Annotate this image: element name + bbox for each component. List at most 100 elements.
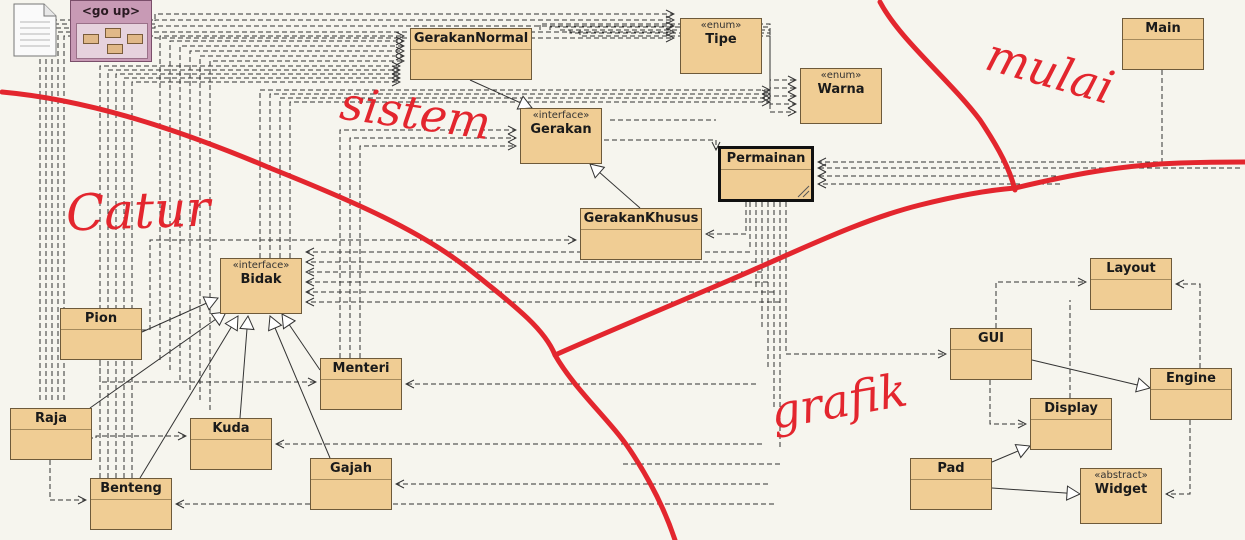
realization-line [268,315,331,459]
dependency-line [259,90,770,258]
class-bidak[interactable]: «interface» Bidak [220,258,302,314]
class-tipe[interactable]: «enum» Tipe [680,18,762,74]
class-name: Menteri [332,361,390,376]
class-warna[interactable]: «enum» Warna [800,68,882,124]
dependency-line [289,102,770,258]
dependency-line [706,202,747,234]
class-widget[interactable]: «abstract» Widget [1080,468,1162,524]
class-engine[interactable]: Engine [1150,368,1232,420]
class-stereotype: «interface» [232,260,290,271]
dependency-line [49,460,86,500]
go-up-package[interactable]: <go up> [70,0,152,62]
class-kuda[interactable]: Kuda [190,418,272,470]
realization-line [89,311,227,409]
dependency-line [123,78,400,478]
class-stereotype: «abstract» [1094,470,1148,481]
boundary-sistem-grafik [552,185,1018,358]
class-name: Main [1145,21,1181,36]
package-preview [76,23,148,59]
dependency-line [1176,284,1201,368]
dependency-line [549,26,796,88]
dependency-line [539,23,796,80]
dependency-line [51,26,674,400]
preview-class-icon [105,28,121,38]
class-name: Kuda [212,421,250,436]
class-benteng[interactable]: Benteng [90,478,172,530]
class-gui[interactable]: GUI [950,328,1032,380]
class-raja[interactable]: Raja [10,408,92,460]
class-stereotype: «enum» [820,70,862,81]
boundary-catur-sistem [0,89,678,540]
dependency-line [199,56,404,400]
dependency-line [604,139,716,150]
boundary-mulai-sistem [877,0,1018,193]
realization-line [281,313,321,371]
class-name: Benteng [100,481,162,496]
class-name: Gajah [330,461,372,476]
class-name: Raja [34,411,67,426]
dependency-line [279,98,770,258]
realization-line [139,315,239,479]
class-name: GUI [977,331,1005,346]
generalization-line [991,444,1031,463]
class-name: GerakanNormal [413,31,529,46]
dependency-line [209,61,404,410]
realization-line [589,163,641,209]
class-menteri[interactable]: Menteri [320,358,402,410]
dependency-line [785,202,946,354]
dependency-line [39,14,674,400]
class-gerakan-khusus[interactable]: GerakanKhusus [580,208,702,260]
dependency-line [142,240,576,331]
dependency-line [579,30,796,112]
realization-line [141,296,219,333]
class-name: Permainan [726,151,806,166]
dependency-line [359,146,516,358]
class-gajah[interactable]: Gajah [310,458,392,510]
class-name: Layout [1106,261,1156,276]
class-name: GerakanKhusus [583,211,699,226]
generalization-line [991,485,1082,501]
document-icon[interactable] [12,2,58,62]
preview-class-icon [127,34,143,44]
class-name: Tipe [705,32,737,47]
dependency-line [989,380,1026,424]
dependency-line [45,20,674,400]
class-display[interactable]: Display [1030,398,1112,450]
class-name: Display [1044,401,1098,416]
class-layout[interactable]: Layout [1090,258,1172,310]
dependency-line [569,30,796,104]
class-gerakan-normal[interactable]: GerakanNormal [410,28,532,80]
go-up-label: <go up> [81,4,141,18]
realization-line [239,314,255,419]
class-name: Pad [937,461,965,476]
dependency-line [189,51,404,390]
class-main[interactable]: Main [1122,18,1204,70]
class-name: Warna [817,82,865,97]
class-gerakan[interactable]: «interface» Gerakan [520,108,602,164]
class-pad[interactable]: Pad [910,458,992,510]
boundary-mulai-grafik [1012,159,1245,191]
class-stereotype: «enum» [700,20,742,31]
dependency-line [169,41,404,370]
class-stereotype: «interface» [532,110,590,121]
class-name: Widget [1094,482,1148,497]
class-name: Bidak [240,272,282,287]
dependency-line [179,46,404,380]
class-pion[interactable]: Pion [60,308,142,360]
realization-line [469,79,533,110]
dependency-line [349,138,516,358]
preview-class-icon [107,44,123,54]
dependency-line [29,436,186,460]
class-permainan[interactable]: Permainan [718,146,814,202]
dependency-line [269,94,770,258]
class-name: Engine [1166,371,1216,386]
dependency-line [995,282,1086,328]
dependency-line [115,74,400,478]
class-name: Pion [84,311,118,326]
dependency-line [63,36,674,400]
resize-grip-icon[interactable] [796,184,810,198]
dependency-line [1166,420,1191,494]
preview-class-icon [83,34,99,44]
